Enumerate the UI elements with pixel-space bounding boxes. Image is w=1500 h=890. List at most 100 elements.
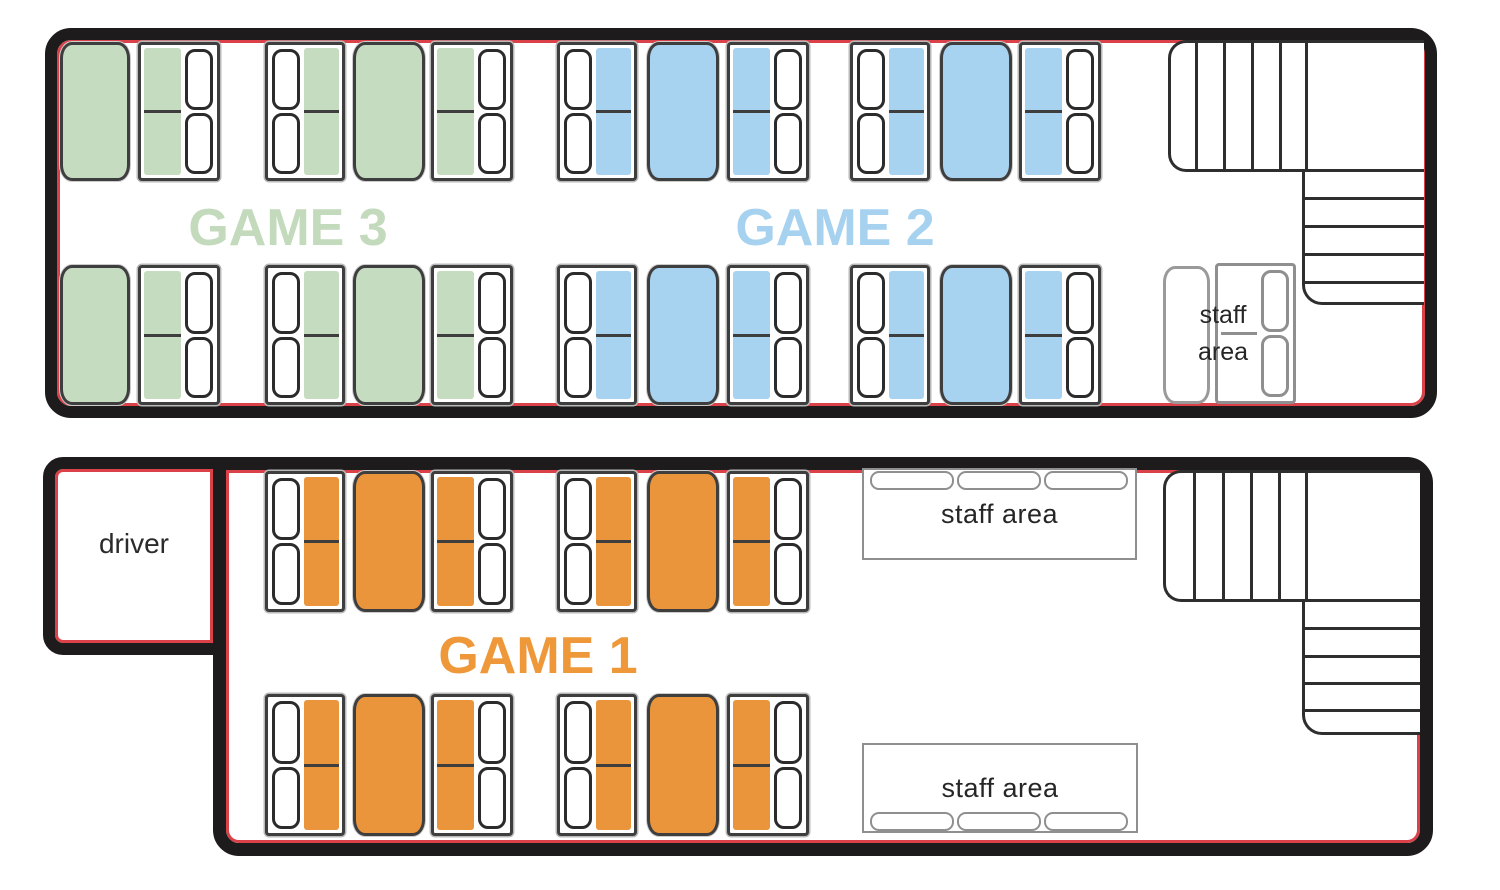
seat-cushion (185, 49, 213, 110)
seat-pad (144, 271, 181, 399)
booth-seat (265, 42, 345, 181)
table-seat (647, 265, 719, 405)
seat-divider-line (437, 110, 474, 113)
seat-divider-line (596, 540, 631, 543)
staff-label-line1: staff (1199, 301, 1247, 329)
seat-cushion (272, 766, 300, 829)
booth-seat (557, 42, 637, 181)
booth-seat (265, 694, 345, 836)
seat-cushions (1261, 270, 1289, 397)
seat-cushion (774, 336, 802, 398)
stair-line (1279, 43, 1282, 169)
booth-seat (727, 471, 809, 612)
table-seat (353, 694, 425, 836)
staff-bench-cushion (957, 812, 1041, 831)
seat-cushion (774, 766, 802, 829)
table-seat (940, 42, 1012, 181)
seat-cushion (272, 272, 300, 334)
staff-bench-cushion (1044, 812, 1128, 831)
seat-cushions (857, 272, 885, 398)
seat-cushion (478, 113, 506, 174)
seat-cushion (857, 336, 885, 398)
seat-divider-line (889, 110, 924, 113)
upper-staircase-steps (1302, 172, 1424, 305)
seat-divider-line (437, 763, 474, 767)
booth-seat (1019, 265, 1101, 405)
seat-cushions (774, 272, 802, 398)
stair-line (1193, 473, 1196, 599)
booth-seat (431, 694, 513, 836)
table-seat (647, 694, 719, 836)
booth-seat (431, 42, 513, 181)
seat-pad (304, 271, 339, 399)
stair-line (1305, 43, 1308, 169)
game-2-label: GAME 2 (735, 199, 935, 257)
seat-cushions (272, 272, 300, 398)
seat-cushion (774, 113, 802, 174)
seat-cushions (774, 478, 802, 605)
seat-cushion (272, 701, 300, 764)
seat-pad (733, 271, 770, 399)
seat-cushions (564, 701, 592, 829)
booth-seat (265, 265, 345, 405)
seat-cushion (1261, 335, 1289, 397)
seat-pad (596, 477, 631, 606)
seat-cushion (185, 336, 213, 398)
seat-cushion (478, 336, 506, 398)
seat-cushions (774, 701, 802, 829)
seat-cushion (478, 478, 506, 540)
staff-area-label: staff area (941, 772, 1059, 803)
booth-seat (850, 42, 930, 181)
booth-seat (557, 694, 637, 836)
seat-cushion (564, 543, 592, 605)
seat-cushions (564, 272, 592, 398)
stair-step (1305, 281, 1424, 284)
seat-divider-line (733, 333, 770, 337)
seat-pad (437, 271, 474, 399)
stair-line (1195, 43, 1198, 169)
stair-step (1305, 253, 1424, 256)
seat-divider-line (733, 763, 770, 767)
booth-seat (431, 471, 513, 612)
seat-cushions (1066, 49, 1094, 174)
game-3-label: GAME 3 (188, 199, 388, 257)
seat-divider-line (437, 333, 474, 337)
seat-cushion (272, 49, 300, 110)
stair-line (1250, 473, 1253, 599)
seat-pad (596, 700, 631, 830)
table-seat (60, 265, 130, 405)
seat-cushion (774, 272, 802, 334)
seat-divider-line (304, 540, 339, 543)
seat-cushions (1066, 272, 1094, 398)
seat-divider-line (144, 110, 181, 113)
stair-step (1305, 682, 1420, 685)
seat-cushion (857, 272, 885, 334)
table-seat (353, 265, 425, 405)
staff-area-label: staff area (940, 498, 1059, 529)
seat-pad (733, 48, 770, 175)
table-seat (353, 471, 425, 612)
seat-pad (1025, 271, 1062, 399)
seat-cushions (272, 49, 300, 174)
seat-pad (596, 271, 631, 399)
stair-line (1278, 473, 1281, 599)
seat-cushion (564, 113, 592, 174)
stair-step (1305, 655, 1420, 658)
seat-pad (437, 700, 474, 830)
seat-pad (1025, 48, 1062, 175)
booth-seat (557, 265, 637, 405)
staff-label-line2: area (1197, 338, 1249, 366)
seat-cushion (564, 272, 592, 334)
seat-cushions (478, 49, 506, 174)
seat-cushion (1066, 49, 1094, 110)
staff-bench-cushion (870, 471, 954, 490)
booth-seat (727, 42, 809, 181)
upper-staff-area-label: staff area (1173, 297, 1273, 371)
staff-booth-seat (1215, 263, 1296, 404)
table-seat (940, 265, 1012, 405)
seat-cushion (774, 478, 802, 540)
seat-divider-line (1025, 333, 1062, 337)
seat-pad (889, 271, 924, 399)
stair-step (1305, 709, 1420, 712)
